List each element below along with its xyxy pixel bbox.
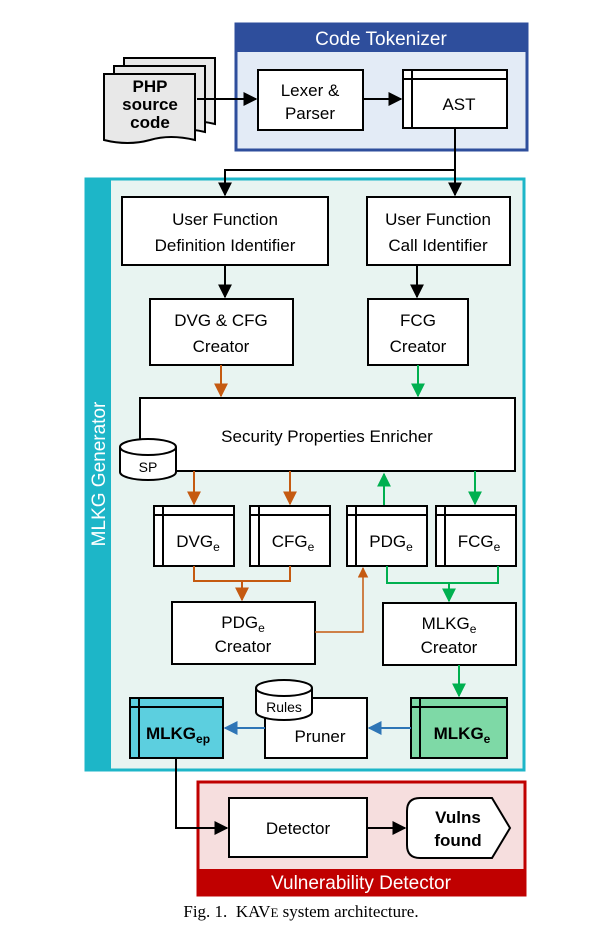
pdge-creator-box (171, 601, 316, 665)
enricher-label: Security Properties Enricher (221, 427, 433, 446)
fcg-creator-label-2: Creator (390, 337, 447, 356)
pdg-e-label: PDGe (369, 532, 413, 554)
arrow-pdge-creator-to-pdge (315, 566, 369, 633)
cfg-e-store (249, 505, 331, 567)
arrow-pdge-fcge-to-mlkge-creator (386, 566, 499, 584)
ast-label: AST (442, 95, 475, 114)
detector-label: Detector (266, 819, 331, 838)
dvg-e-store (153, 505, 235, 567)
dvg-e-label: DVGe (176, 532, 220, 554)
rules-label: Rules (266, 699, 302, 715)
vulns-found-output-shape (406, 797, 512, 859)
dvg-cfg-creator-label-1: DVG & CFG (174, 311, 268, 330)
vulns-found-label-1: Vulns (435, 808, 481, 827)
ufd-identifier-label-1: User Function (172, 210, 278, 229)
dvg-cfg-creator-box (149, 298, 294, 366)
ast-store (402, 69, 508, 129)
cfg-e-label: CFGe (272, 532, 315, 554)
generator-title: MLKG Generator (89, 401, 110, 546)
mlkg-e-store (410, 697, 508, 759)
lexer-parser-box (257, 69, 364, 131)
ufc-identifier-box (366, 196, 511, 266)
pdge-creator-label-1: PDGe (221, 613, 265, 635)
pdg-e-store (346, 505, 428, 567)
pdge-creator-label-2: Creator (215, 637, 272, 656)
mlkge-creator-label-2: Creator (421, 638, 478, 657)
ufc-identifier-label-1: User Function (385, 210, 491, 229)
figure-caption: Fig. 1. KAVE system architecture. (0, 902, 602, 922)
rules-database-icon (255, 679, 313, 721)
ufd-identifier-label-2: Definition Identifier (155, 236, 296, 255)
pruner-label: Pruner (294, 727, 345, 746)
caption-text: system architecture. (282, 902, 419, 921)
lexer-parser-label-2: Parser (285, 104, 335, 123)
mlkge-creator-label-1: MLKGe (422, 614, 477, 636)
fcg-creator-label-1: FCG (400, 311, 436, 330)
mlkge-creator-box (382, 602, 517, 666)
vulns-found-label-2: found (434, 831, 481, 850)
dvg-cfg-creator-label-2: Creator (193, 337, 250, 356)
sp-database-icon (119, 438, 177, 481)
lexer-parser-label-1: Lexer & (281, 81, 340, 100)
mlkg-ep-label: MLKGep (146, 724, 210, 746)
enricher-box (139, 397, 516, 472)
fcg-e-label: FCGe (458, 532, 501, 554)
php-source-label-1: PHP (133, 77, 168, 96)
fcg-e-store (435, 505, 517, 567)
caption-system-name: KAVE (235, 902, 279, 921)
arrow-ast-to-ufd (218, 128, 456, 197)
caption-fig-number: Fig. 1. (183, 902, 228, 921)
mlkg-e-label: MLKGe (434, 724, 491, 746)
php-source-label-2: source (122, 95, 178, 114)
sp-label: SP (139, 459, 158, 475)
tokenizer-title: Code Tokenizer (315, 29, 447, 50)
php-source-document-icon (103, 57, 216, 144)
arrow-mlkgep-to-detector (175, 758, 229, 835)
ufc-identifier-label-2: Call Identifier (388, 236, 488, 255)
detector-title: Vulnerability Detector (271, 873, 452, 894)
php-source-label-3: code (130, 113, 170, 132)
